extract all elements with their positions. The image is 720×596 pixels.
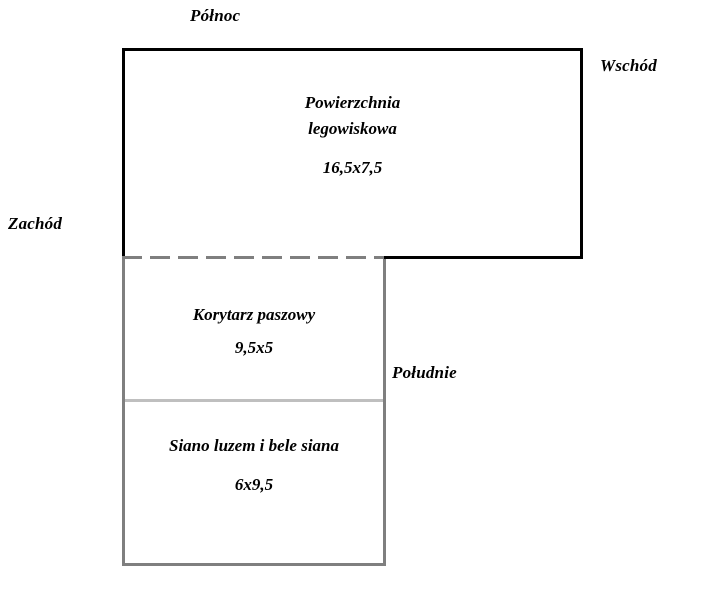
room-label-hay-storage: Siano luzem i bele siana	[168, 436, 340, 455]
room-dimensions-feed-corridor: 9,5x5	[234, 338, 274, 357]
room-label-bedding-area-line1: Powierzchnia	[304, 93, 401, 112]
room-dimensions-bedding-area: 16,5x7,5	[322, 158, 383, 177]
room-dimensions-hay-storage: 6x9,5	[234, 475, 274, 494]
wall-dashed-divider	[122, 256, 384, 259]
compass-label-north: Północ	[190, 6, 241, 25]
room-outline-hay-storage	[122, 399, 386, 566]
room-label-bedding-area-line2: legowiskowa	[308, 119, 397, 138]
compass-label-south: Południe	[392, 363, 457, 382]
compass-label-west: Zachód	[8, 214, 63, 233]
room-label-feed-corridor: Korytarz paszowy	[192, 305, 316, 324]
wall-partition-corridor-hay	[122, 399, 386, 402]
room-outline-bedding-area	[122, 48, 583, 259]
compass-label-east: Wschód	[600, 56, 657, 75]
room-outline-feed-corridor	[122, 259, 386, 402]
